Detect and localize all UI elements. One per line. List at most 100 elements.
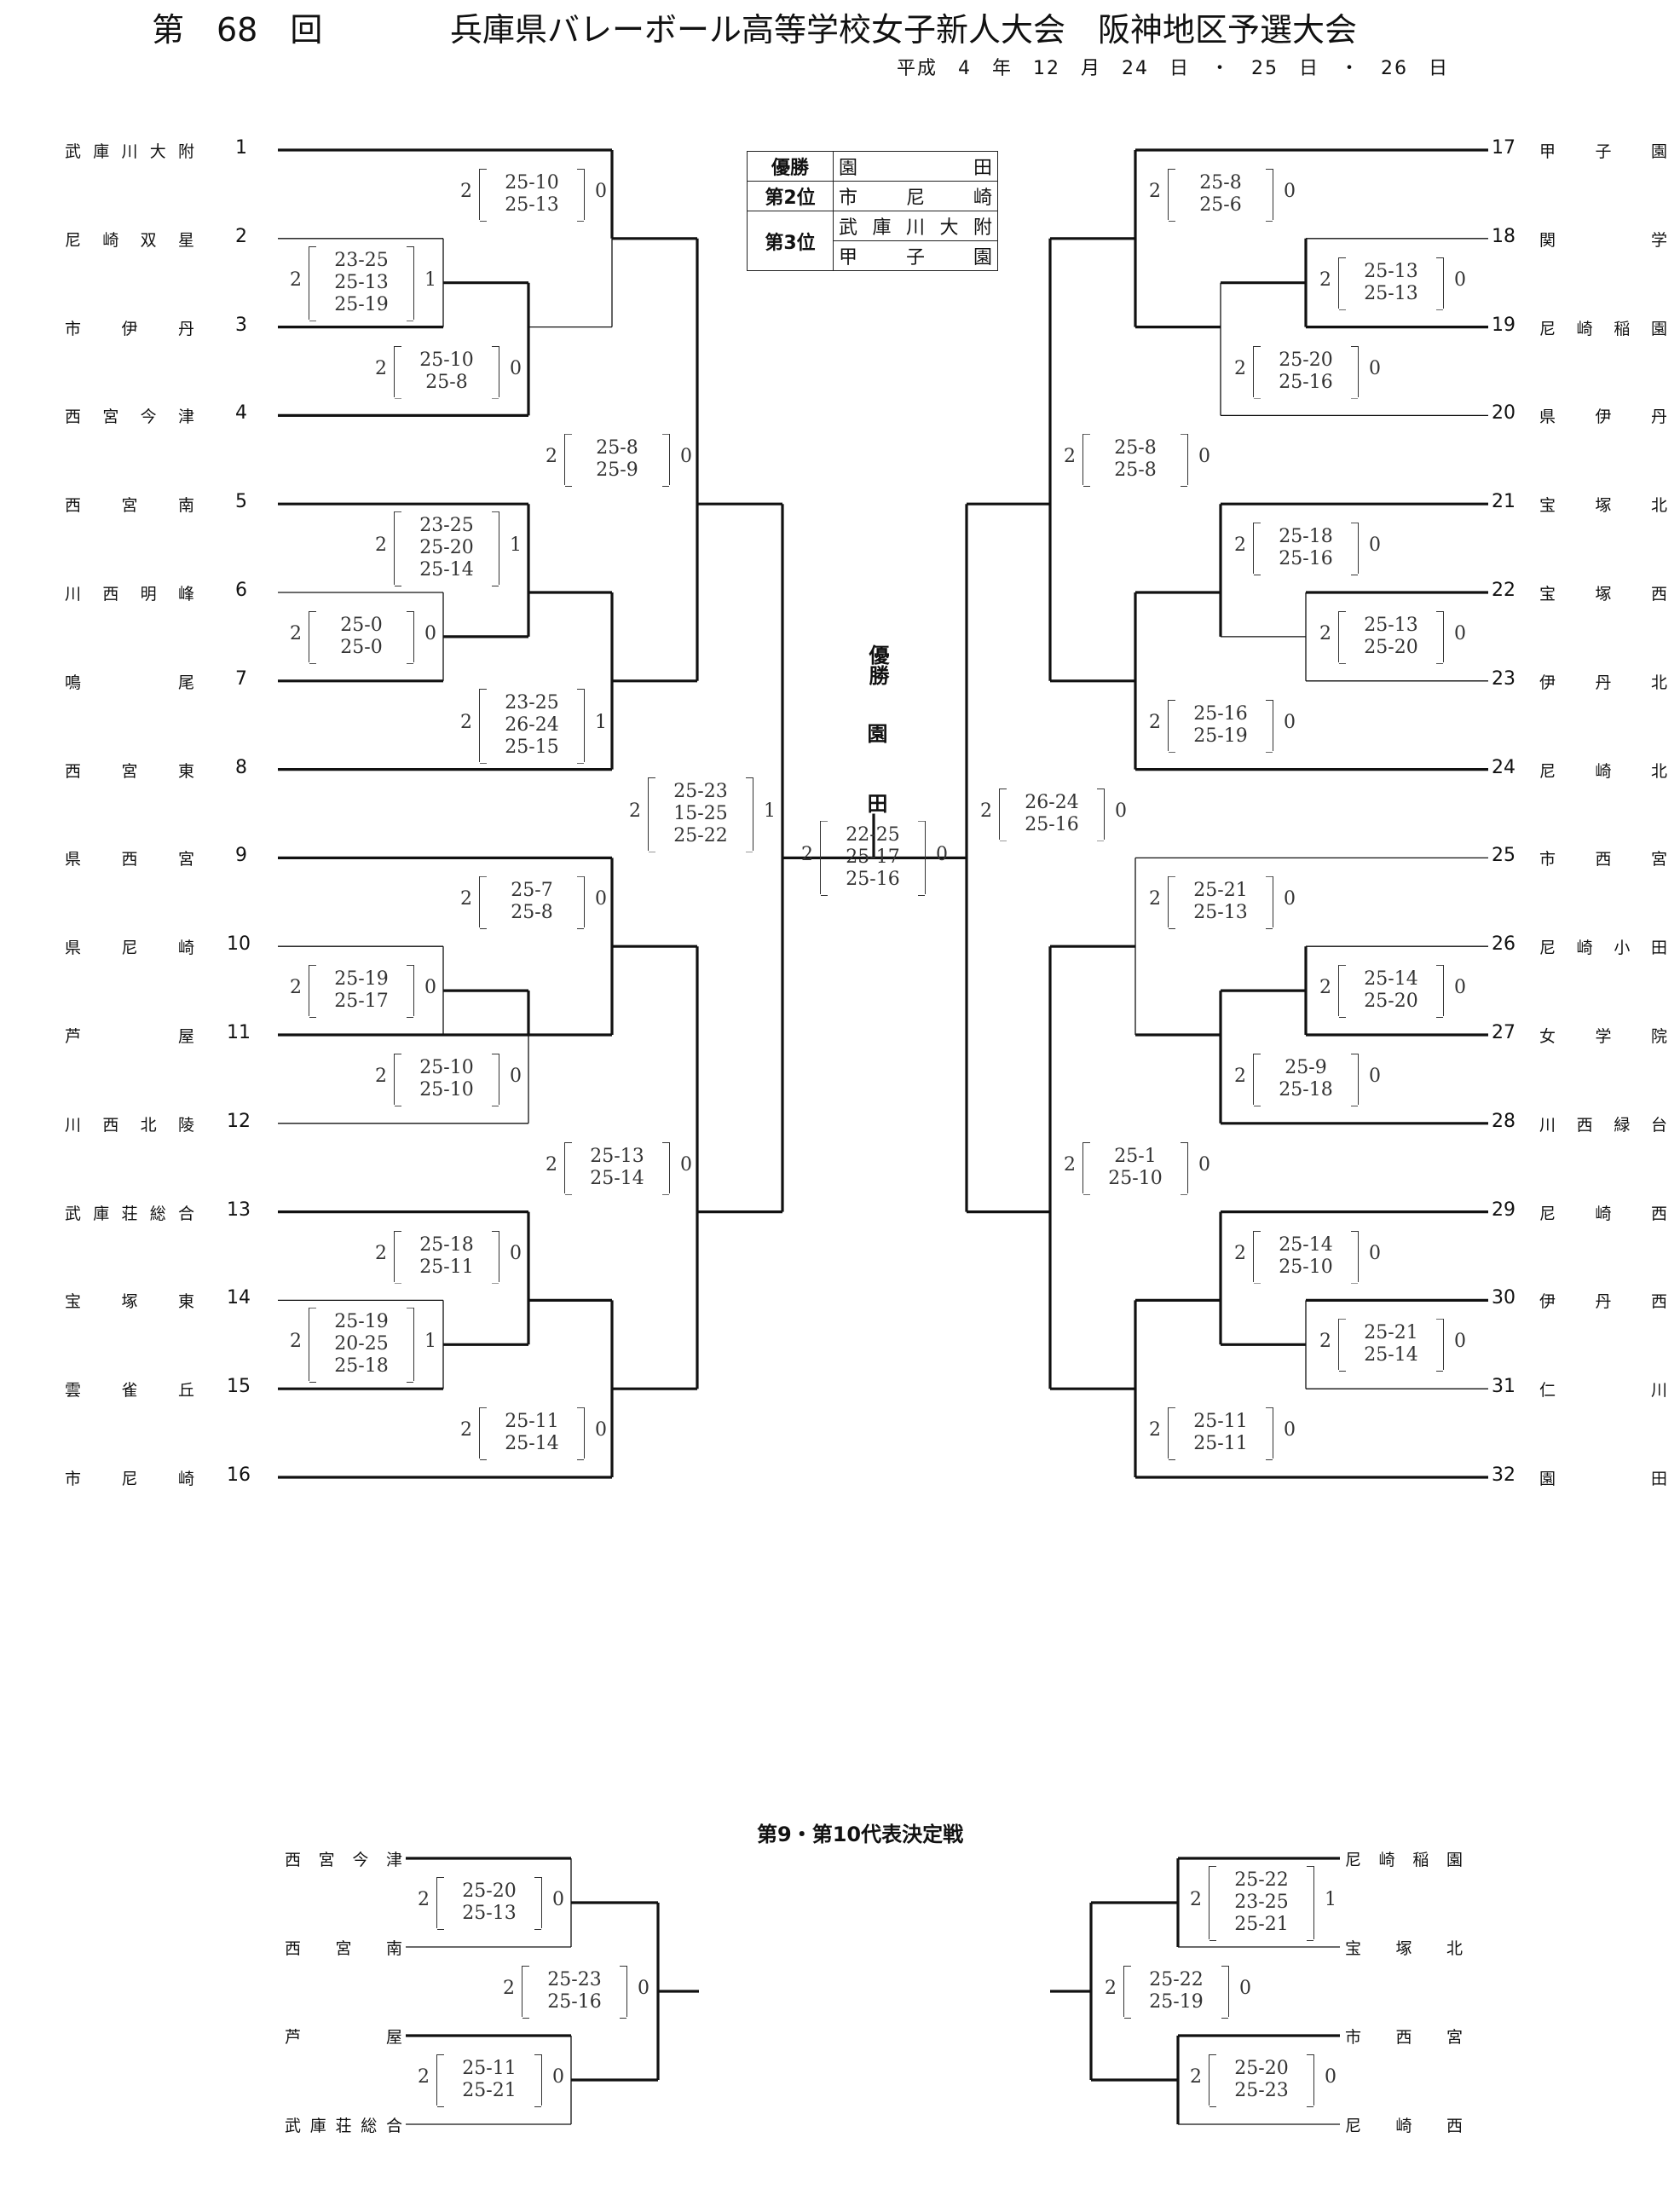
- sets-won-right: 0: [1115, 800, 1127, 822]
- set-score: 25-16: [1279, 371, 1333, 393]
- set-score: 25-22: [1234, 1869, 1289, 1891]
- sets-won-left: 2: [375, 1065, 387, 1087]
- set-score: 25-16: [1025, 813, 1079, 835]
- set-score: 25-14: [505, 1433, 559, 1455]
- set-score: 25-8: [425, 371, 468, 393]
- set-score: 25-15: [505, 736, 559, 758]
- sets-won-right: 0: [1369, 1242, 1381, 1264]
- team-name: 雲雀丘: [65, 1381, 194, 1401]
- team-seed-number: 23: [1492, 667, 1515, 690]
- team-name: 西宮南: [65, 496, 194, 516]
- set-score: 25-9: [596, 459, 638, 482]
- set-score: 25-10: [505, 171, 559, 194]
- sets-won-left: 2: [290, 977, 302, 999]
- sets-won-right: 1: [595, 711, 607, 733]
- team-name: 伊丹北: [1539, 673, 1667, 692]
- playoff-team-name: 宝塚北: [1345, 1939, 1463, 1958]
- sets-won-left: 2: [503, 1978, 515, 1999]
- set-score: 25-11: [1193, 1411, 1248, 1433]
- team-name: 川西北陵: [65, 1115, 194, 1135]
- sets-won-left: 2: [460, 180, 472, 202]
- set-score: 26-24: [1025, 791, 1079, 813]
- team-seed-number: 20: [1492, 402, 1515, 425]
- set-score: 25-10: [419, 349, 474, 371]
- team-seed-number: 26: [1492, 933, 1515, 956]
- sets-won-left: 2: [460, 1419, 472, 1441]
- sets-won-right: 0: [595, 1419, 607, 1441]
- sets-won-left: 2: [801, 844, 813, 866]
- set-score: 25-20: [462, 1880, 517, 1902]
- sets-won-left: 2: [1319, 269, 1331, 291]
- sets-won-left: 2: [1064, 446, 1076, 468]
- team-name: 宝塚東: [65, 1292, 194, 1312]
- team-seed-number: 3: [235, 314, 247, 336]
- team-name: 市伊丹: [65, 319, 194, 338]
- team-seed-number: 18: [1492, 225, 1515, 247]
- sets-won-right: 0: [510, 357, 522, 379]
- set-score: 26-24: [505, 713, 559, 736]
- set-score: 25-16: [547, 1991, 602, 2013]
- set-score: 25-20: [419, 537, 474, 559]
- team-seed-number: 7: [235, 667, 247, 690]
- set-score: 25-13: [1193, 902, 1248, 924]
- sets-won-left: 2: [1319, 1331, 1331, 1353]
- tournament-edition: 第 68 回: [152, 11, 323, 49]
- sets-won-left: 2: [1149, 180, 1161, 202]
- set-score: 20-25: [334, 1333, 389, 1355]
- set-score: 25-18: [419, 1233, 474, 1256]
- team-seed-number: 2: [235, 225, 247, 247]
- results-table: 優勝 園田 第2位 市尼崎 第3位 武庫川大附 甲子園: [747, 151, 998, 271]
- tournament-dates: 平成 4 年 12 月 24 日 ・ 25 日 ・ 26 日: [897, 58, 1449, 79]
- set-score: 25-13: [1364, 614, 1418, 636]
- team-name: 宝塚北: [1539, 496, 1667, 516]
- rank-label: 第2位: [747, 181, 834, 211]
- sets-won-right: 0: [1369, 534, 1381, 557]
- team-name: 県尼崎: [65, 939, 194, 958]
- set-score: 25-10: [1108, 1167, 1163, 1189]
- team-name: 宝塚西: [1539, 585, 1667, 604]
- set-score: 25-8: [596, 437, 638, 459]
- sets-won-right: 1: [424, 269, 436, 291]
- sets-won-left: 2: [418, 1889, 430, 1910]
- set-score: 25-1: [1114, 1145, 1157, 1167]
- set-score: 23-25: [1234, 1892, 1289, 1913]
- set-score: 25-21: [462, 2080, 517, 2101]
- sets-won-right: 0: [638, 1978, 649, 1999]
- set-score: 25-18: [1279, 1078, 1333, 1100]
- set-score: 25-17: [334, 991, 389, 1013]
- sets-won-right: 0: [1198, 446, 1210, 468]
- team-seed-number: 10: [227, 933, 251, 956]
- sets-won-left: 2: [375, 534, 387, 557]
- sets-won-left: 2: [1234, 1242, 1246, 1264]
- team-seed-number: 28: [1492, 1110, 1515, 1132]
- team-seed-number: 14: [227, 1287, 251, 1309]
- set-score: 25-6: [1199, 194, 1242, 216]
- sets-won-right: 1: [510, 534, 522, 557]
- set-score: 25-14: [1364, 968, 1418, 991]
- set-score: 25-8: [1114, 459, 1157, 482]
- sets-won-right: 0: [680, 446, 692, 468]
- team-seed-number: 12: [227, 1110, 251, 1132]
- team-name: 武庫川大附: [65, 142, 194, 161]
- sets-won-right: 0: [1284, 711, 1296, 733]
- team-name: 甲子園: [1539, 142, 1667, 161]
- set-score: 25-11: [462, 2058, 517, 2079]
- sets-won-left: 2: [546, 446, 557, 468]
- result-row-third-b: 甲子園: [748, 240, 998, 271]
